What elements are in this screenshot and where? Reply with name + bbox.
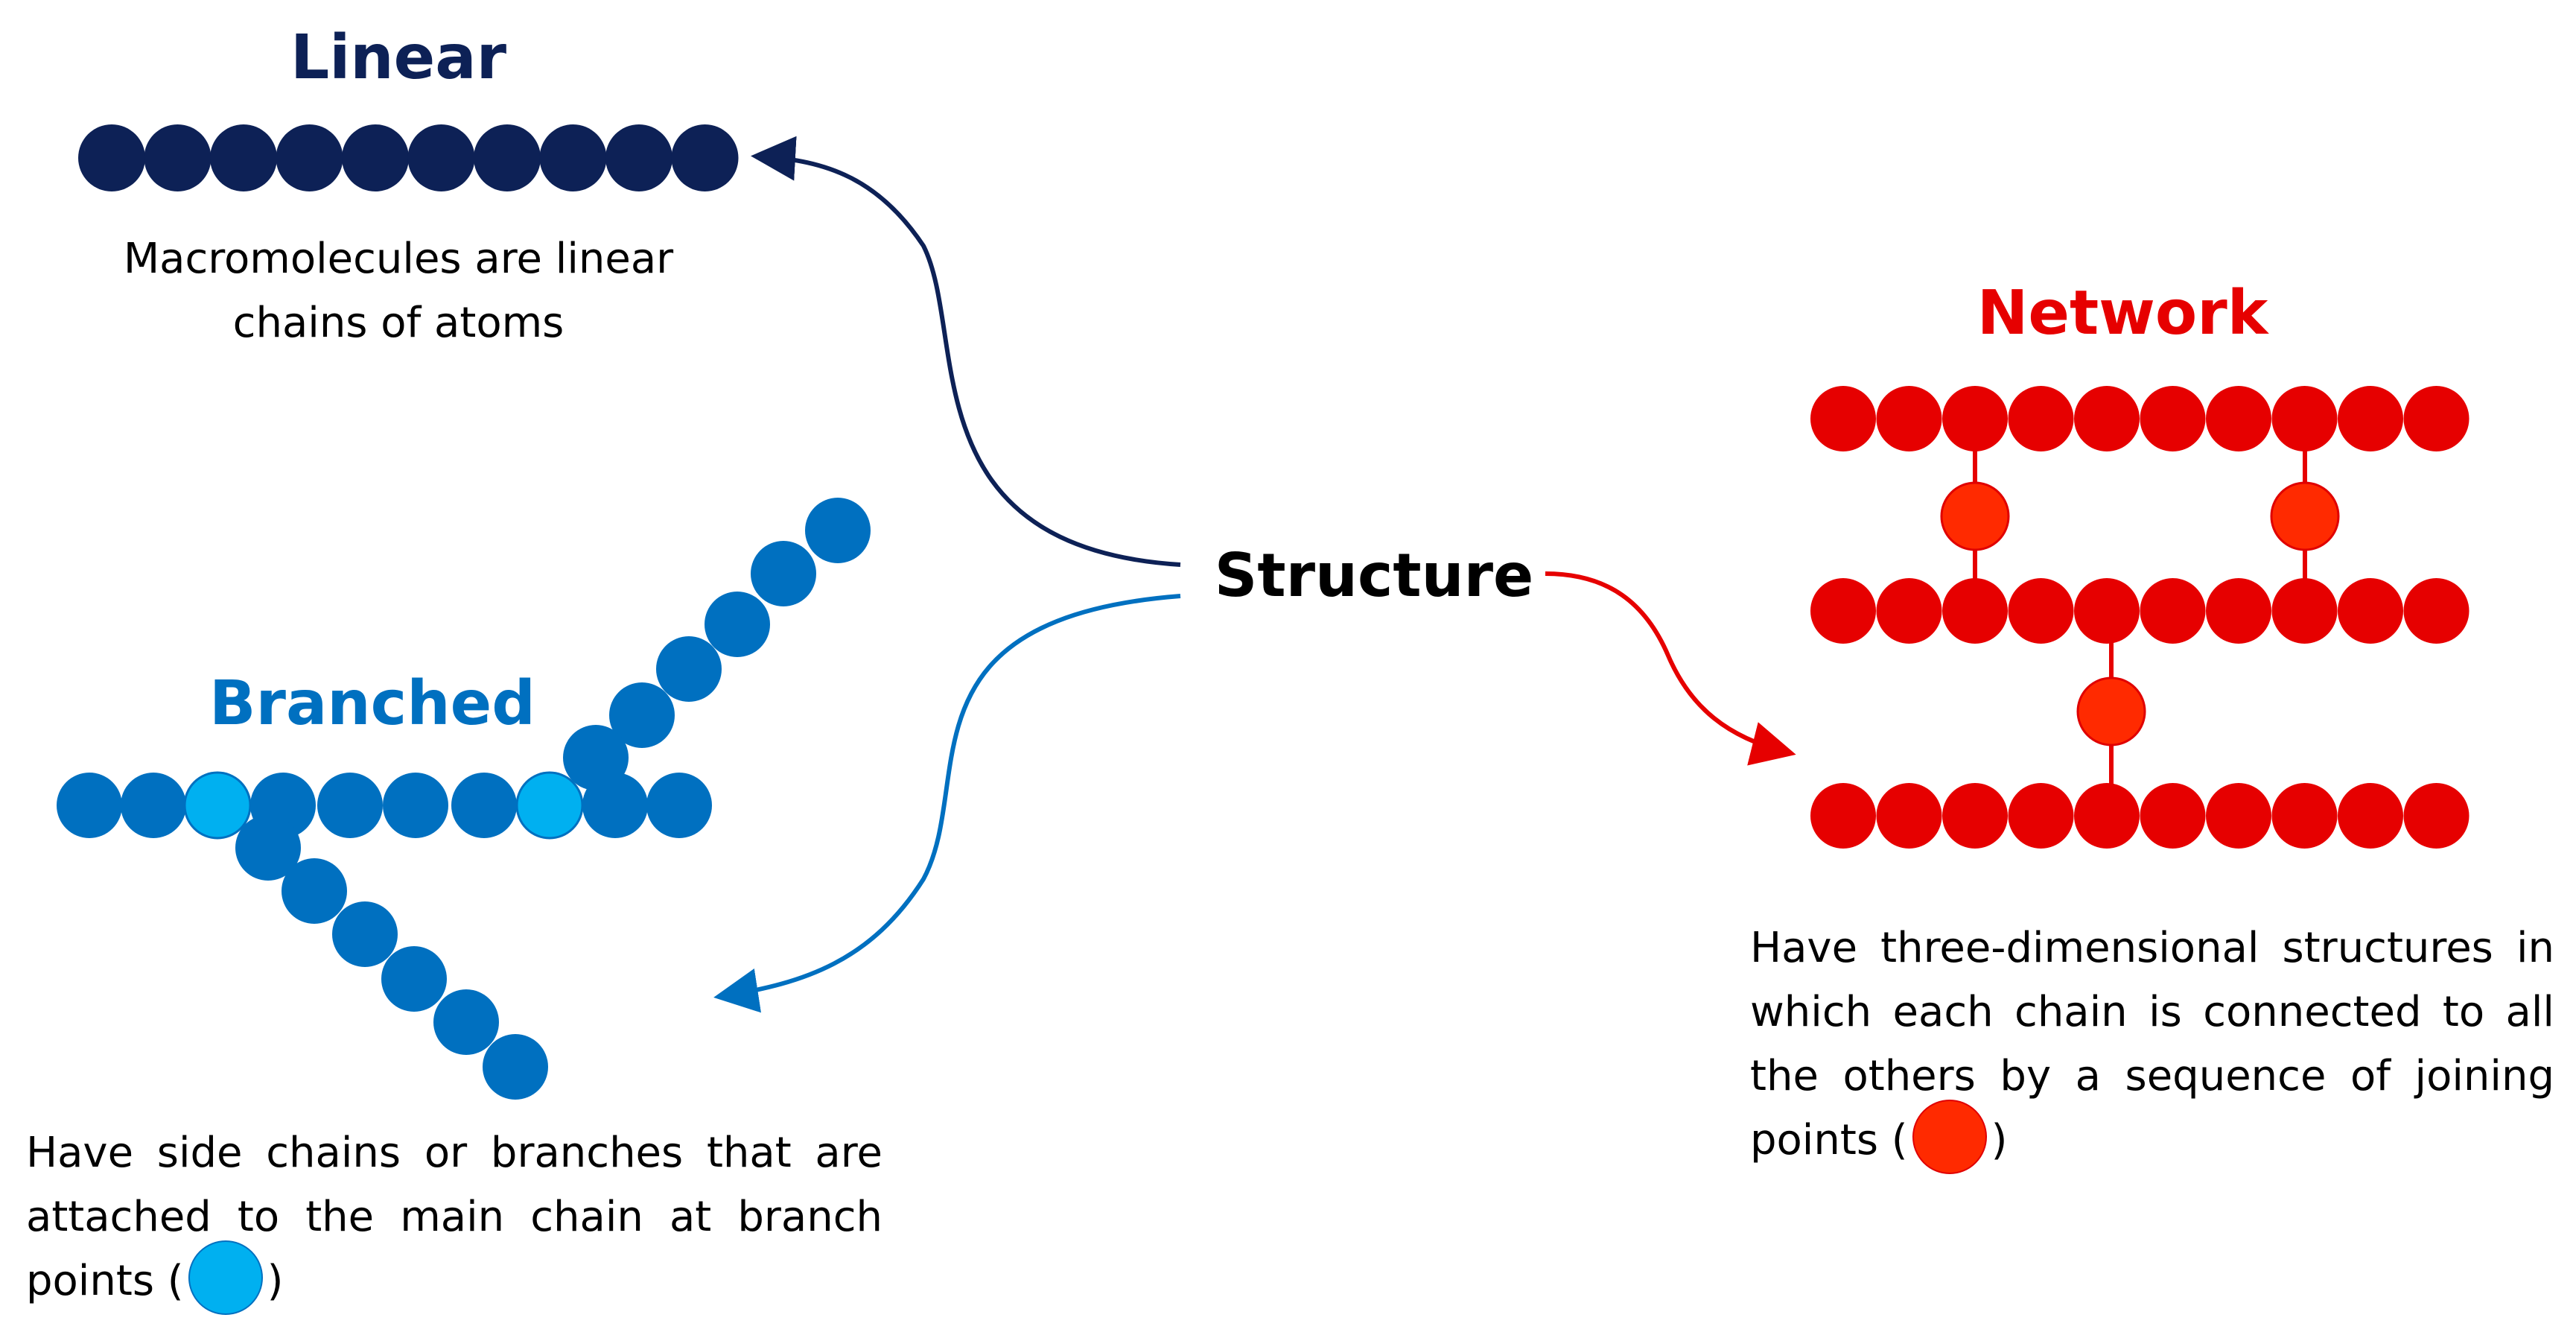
branched-title: Branched [209, 668, 535, 739]
joining-point [2270, 481, 2340, 551]
branch-point-legend-icon [188, 1240, 263, 1315]
network-chain-bead [1942, 578, 2008, 644]
linear-bead [342, 124, 409, 191]
network-chain-bead [2403, 386, 2470, 451]
arrow-to-branched [713, 594, 1181, 1013]
linear-bead [605, 124, 672, 191]
network-chain-bead [2008, 386, 2074, 451]
network-chain-bead [2271, 783, 2338, 849]
joining-point [1940, 481, 2010, 551]
main-chain-bead [121, 773, 186, 838]
network-chain-bead [2140, 578, 2206, 644]
network-chain-bead [1876, 578, 1942, 644]
network-description-text: Have three-dimensional structures in whi… [1750, 924, 2554, 1164]
network-chain-bead [2074, 783, 2140, 849]
side-chain-bead [433, 989, 499, 1055]
network-description: Have three-dimensional structures in whi… [1750, 916, 2554, 1174]
branched-description: Have side chains or branches that are at… [26, 1121, 882, 1315]
network-chain-bead [2206, 386, 2271, 451]
network-chain-bead [2338, 578, 2403, 644]
side-chain-bead [381, 946, 447, 1012]
main-chain-bead [646, 773, 712, 838]
branch-point [183, 771, 252, 840]
network-chain-bead [2403, 578, 2470, 644]
arrow-to-linear [751, 136, 1181, 567]
side-chain-bead [563, 725, 629, 790]
branched-description-close: ) [267, 1257, 284, 1305]
structure-label: Structure [1215, 541, 1534, 610]
joining-point [2076, 676, 2146, 746]
branched-description-text: Have side chains or branches that are at… [26, 1129, 882, 1305]
linear-bead [210, 124, 277, 191]
linear-bead [539, 124, 607, 191]
side-chain-bead [609, 682, 675, 748]
side-chain-bead [483, 1034, 548, 1100]
network-chain-bead [2403, 783, 2470, 849]
network-chain-bead [2271, 386, 2338, 451]
linear-bead [276, 124, 343, 191]
network-chain-bead [2074, 578, 2140, 644]
network-chain-bead [1942, 783, 2008, 849]
network-chain-bead [2338, 783, 2403, 849]
branched-structure [57, 498, 871, 1100]
linear-bead [407, 124, 475, 191]
main-chain-bead [57, 773, 122, 838]
main-chain-bead [451, 773, 517, 838]
branch-point [515, 771, 584, 840]
network-chain-bead [2074, 386, 2140, 451]
linear-bead [474, 124, 541, 191]
linear-title: Linear [290, 22, 507, 93]
joining-point-legend-icon [1912, 1099, 1987, 1174]
side-chain-bead [751, 541, 816, 606]
main-chain-bead [383, 773, 448, 838]
linear-chain [78, 124, 739, 191]
network-chain-bead [1876, 783, 1942, 849]
network-chain-bead [2338, 386, 2403, 451]
main-chain-bead [317, 773, 383, 838]
network-chain-bead [2140, 386, 2206, 451]
network-chain-bead [1810, 578, 1876, 644]
network-chain-bead [1942, 386, 2008, 451]
network-chain-bead [2140, 783, 2206, 849]
network-description-close: ) [1991, 1116, 2008, 1164]
linear-description: Macromolecules are linear chains of atom… [123, 235, 674, 347]
network-chain-bead [1810, 386, 1876, 451]
network-chain-bead [1876, 386, 1942, 451]
network-title: Network [1977, 278, 2270, 349]
side-chain-bead [805, 498, 871, 563]
side-chain-bead [705, 592, 770, 657]
side-chain-bead [282, 858, 347, 924]
network-chain-bead [2008, 578, 2074, 644]
network-chain-bead [2206, 578, 2271, 644]
linear-bead [78, 124, 145, 191]
linear-bead [671, 124, 739, 191]
side-chain-bead [332, 901, 398, 967]
network-chain-bead [2008, 783, 2074, 849]
network-structure [1810, 386, 2470, 849]
network-chain-bead [2206, 783, 2271, 849]
arrow-to-network [1545, 571, 1796, 766]
side-chain-bead [656, 636, 722, 702]
side-chain-bead [235, 815, 301, 881]
linear-bead [144, 124, 212, 191]
network-chain-bead [1810, 783, 1876, 849]
network-chain-bead [2271, 578, 2338, 644]
